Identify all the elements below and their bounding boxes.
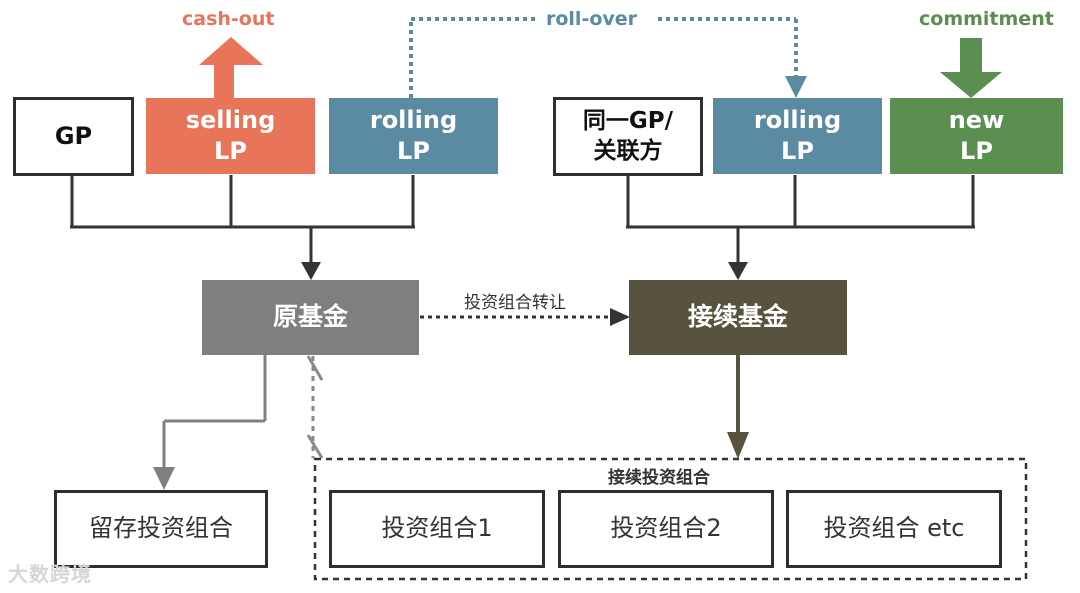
rolling-lp-box-right: rolling LP [713,98,882,174]
selling-lp-line2: LP [214,137,247,165]
portfolio-2-box: 投资组合2 [558,490,774,568]
continuation-portfolio-group [313,457,1028,581]
commitment-label: commitment [919,8,1054,30]
left-lp-connector [70,175,415,264]
same-gp-line1: 同一GP/ [582,107,674,134]
new-lp-line1: new [948,105,1005,134]
portfolio-2-label: 投资组合2 [610,514,722,543]
portfolio-etc-box: 投资组合 etc [786,490,1002,568]
portfolio-transfer-label: 投资组合转让 [464,293,566,313]
portfolio-etc-label: 投资组合 etc [823,514,965,543]
roll-over-label: roll-over [546,8,638,30]
watermark: 大数跨境 [8,562,92,586]
portfolio-1-label: 投资组合1 [381,514,493,543]
arrow-to-retained-portfolio [153,467,175,490]
portfolio-transfer-arrowhead [610,308,630,326]
roll-over-path [409,17,798,98]
original-fund-box: 原基金 [202,280,419,355]
portfolio-1-box: 投资组合1 [329,490,545,568]
new-lp-line2: LP [960,137,993,165]
rolling-lp-box-left: rolling LP [329,98,498,174]
retained-portfolio-connector [162,354,267,470]
rolling-lp-left-line2: LP [397,137,430,165]
arrow-to-continuation-fund [728,262,748,280]
same-gp-related-party-box: 同一GP/ 关联方 [553,97,703,176]
retained-portfolio-label: 留存投资组合 [89,514,233,543]
continuation-fund-label: 接续基金 [687,302,788,332]
original-fund-label: 原基金 [272,302,348,332]
rolling-lp-left-line1: rolling [369,105,458,134]
new-lp-box: new LP [890,98,1063,174]
selling-lp-box: selling LP [146,98,315,174]
retained-portfolio-box: 留存投资组合 [54,490,268,568]
arrow-to-original-fund [301,262,321,280]
same-gp-line2: 关联方 [593,137,663,164]
cash-out-label: cash-out [182,8,275,30]
commitment-arrow [940,38,1002,98]
rolling-lp-right-line2: LP [781,137,814,165]
roll-over-arrowhead [785,76,807,98]
broken-link [306,355,324,459]
rolling-lp-right-line1: rolling [753,105,842,134]
cash-out-arrow [199,37,263,100]
gp-label: GP [54,121,93,150]
selling-lp-line1: selling [185,105,276,134]
arrow-to-continuation-portfolio [727,432,749,459]
gp-box: GP [13,97,134,176]
right-lp-connector [626,175,975,264]
continuation-fund-box: 接续基金 [629,280,847,355]
continuation-portfolio-group-label: 接续投资组合 [608,468,710,488]
